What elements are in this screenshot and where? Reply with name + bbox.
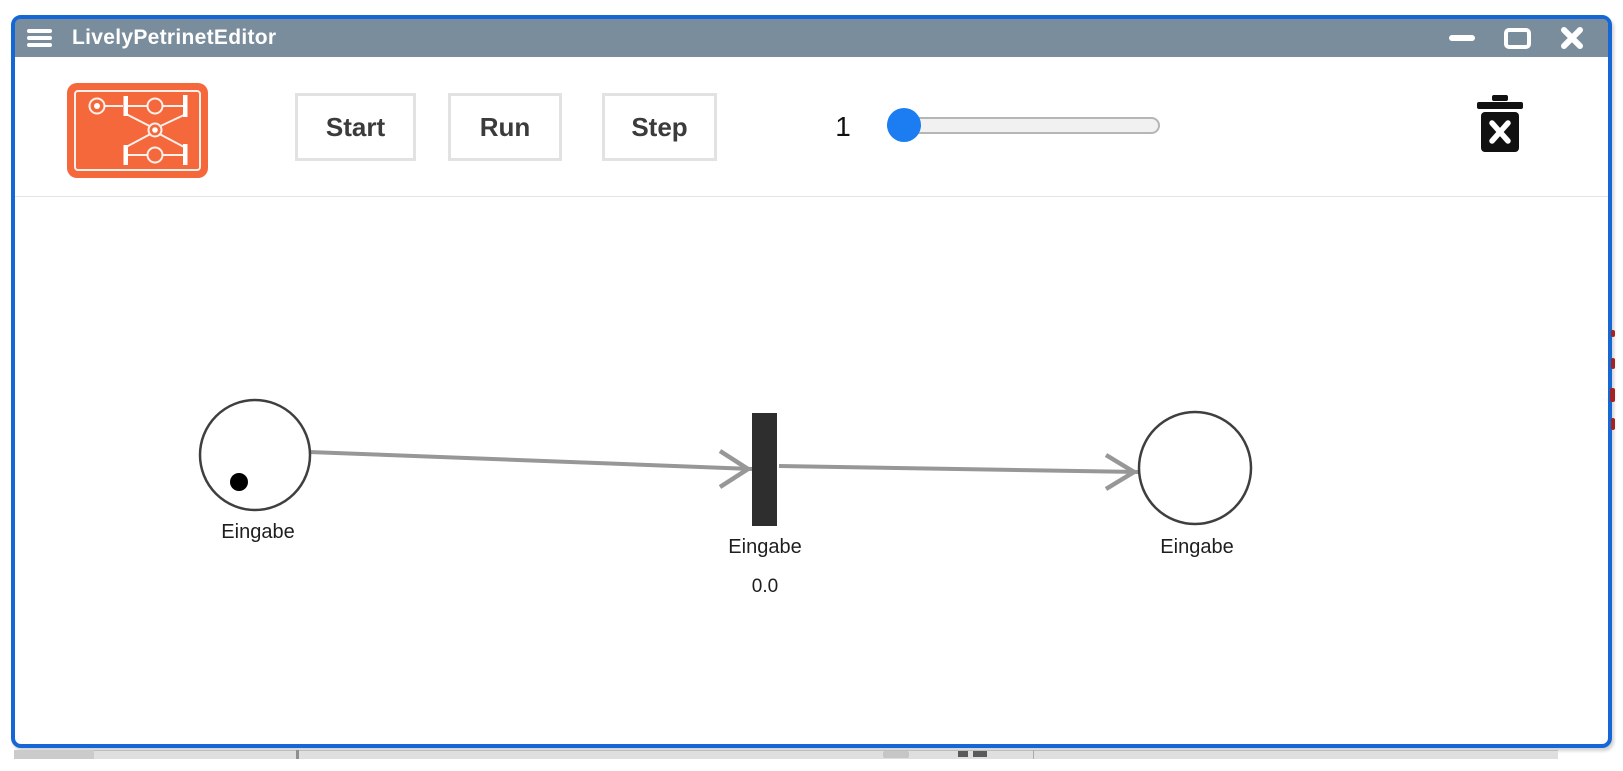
maximize-icon[interactable] [1504,27,1531,49]
background-window-sliver [14,750,1558,759]
background-sliver-divider [1033,750,1034,759]
speed-slider-track[interactable] [887,117,1160,134]
speed-slider-thumb[interactable] [887,108,921,142]
background-red-speck [1610,388,1615,402]
place-input-label: Eingabe [221,521,294,543]
run-button[interactable]: Run [448,93,562,161]
toolbar-divider [15,196,1608,197]
background-sliver-glyph [973,751,987,757]
place-output[interactable] [1137,410,1253,526]
token-dot [230,473,248,491]
background-red-speck [1611,358,1615,369]
background-sliver-segment [14,750,94,759]
petrinet-canvas[interactable]: Eingabe Eingabe 0.0 Eingabe [15,197,1608,744]
background-sliver-chip [883,751,909,758]
step-button[interactable]: Step [602,93,717,161]
hamburger-menu-icon[interactable] [27,29,52,47]
title-bar: LivelyPetrinetEditor [15,19,1608,57]
place-input[interactable] [198,398,312,512]
background-red-speck [1611,418,1615,430]
trash-icon[interactable] [1477,95,1523,152]
minimize-icon[interactable] [1449,35,1475,41]
app-window: LivelyPetrinetEditor [11,15,1612,748]
window-controls [1449,26,1584,50]
background-red-speck [1611,330,1615,337]
background-sliver-glyph [958,751,968,757]
arc-transition-to-output [778,453,1140,491]
transition-value: 0.0 [752,576,778,597]
start-button[interactable]: Start [295,93,416,161]
transition-bar[interactable] [752,413,777,526]
app-logo-icon[interactable] [67,83,208,178]
background-sliver-tick [296,750,299,759]
close-icon[interactable] [1560,26,1584,50]
transition-label: Eingabe [728,536,801,558]
arc-input-to-transition [308,449,753,489]
place-output-label: Eingabe [1160,536,1233,558]
slider-value: 1 [835,111,851,142]
window-title: LivelyPetrinetEditor [72,26,277,49]
